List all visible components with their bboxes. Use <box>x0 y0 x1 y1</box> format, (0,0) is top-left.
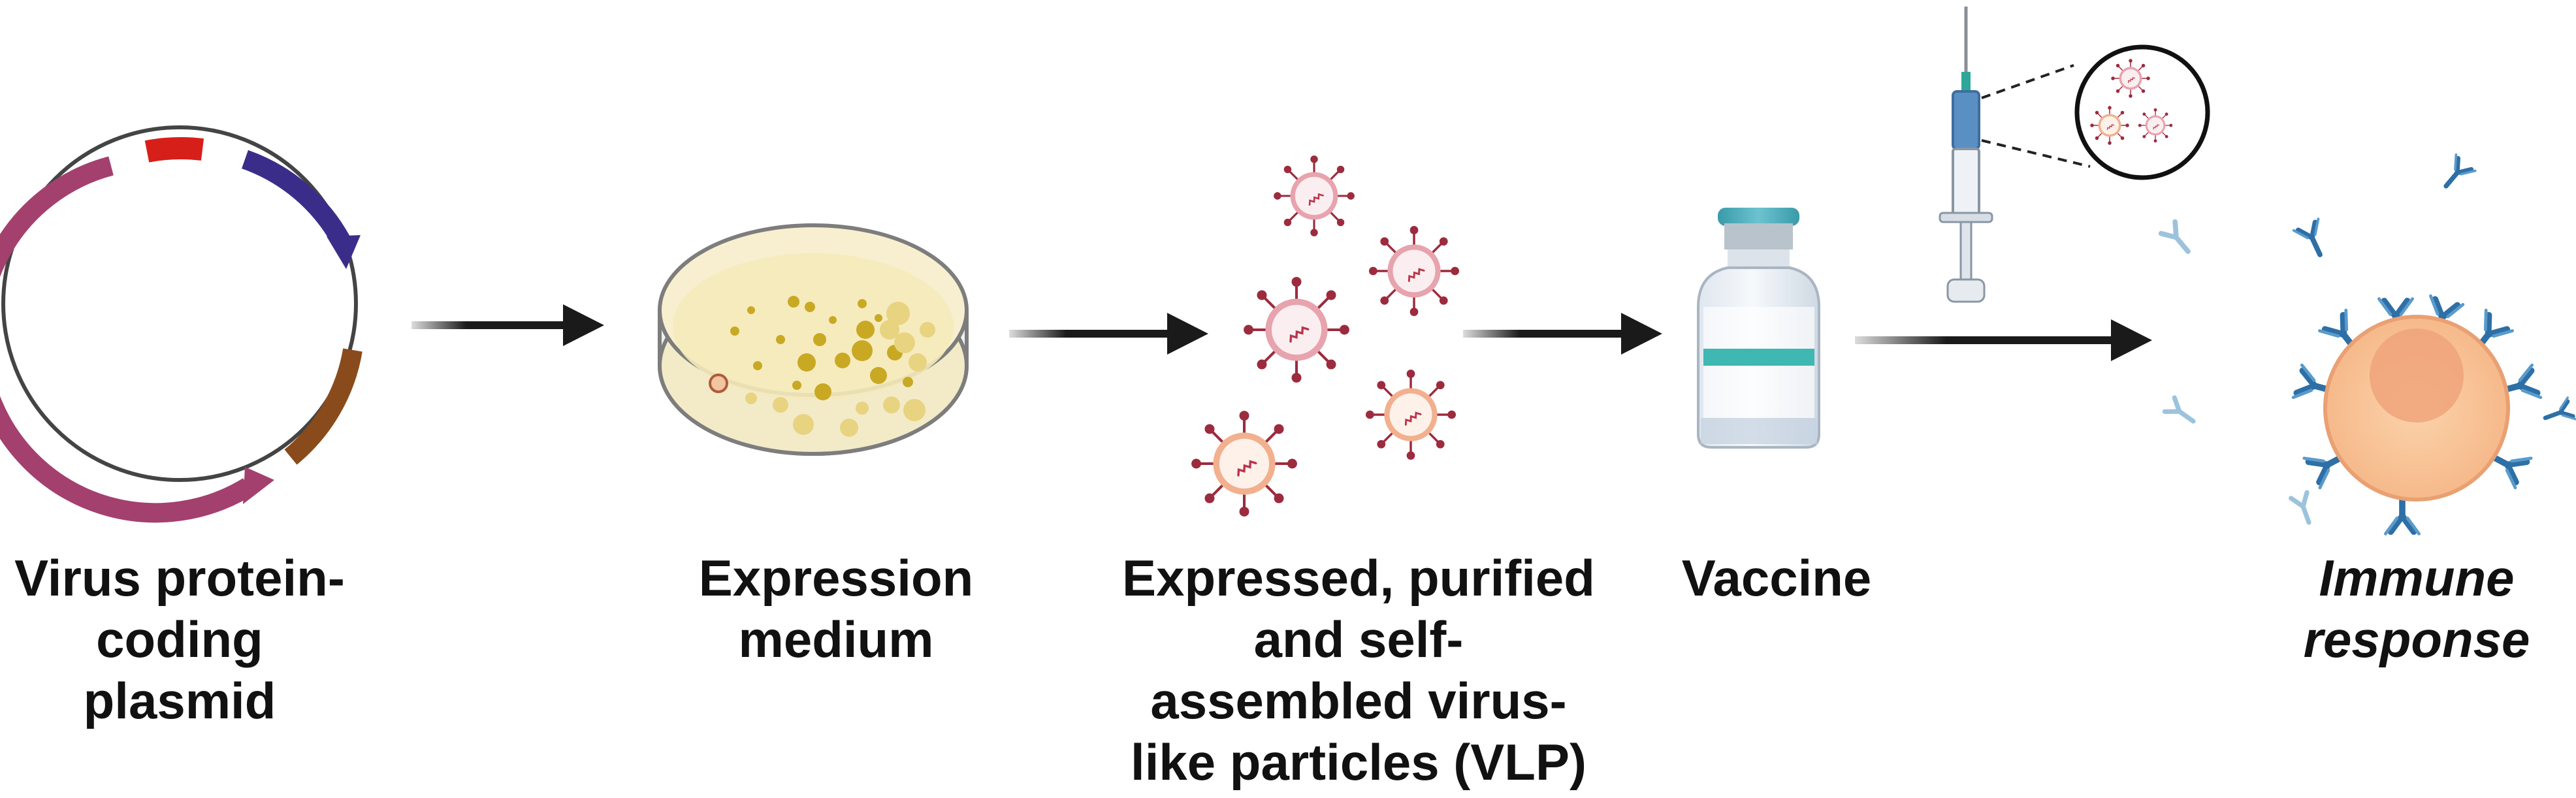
vlp-particle-icon <box>1244 277 1349 383</box>
immune-cell-icon <box>2161 155 2576 534</box>
arrow-3 <box>1463 313 1662 355</box>
petri-dish-icon <box>658 223 969 456</box>
step-label-vlp: Expressed, purified and self- assembled … <box>1122 549 1595 791</box>
vlp-particle-icon <box>1191 411 1297 517</box>
step-label-plasmid: Virus protein- coding plasmid <box>14 549 345 729</box>
step-label-medium: Expression medium <box>698 549 974 668</box>
step-label-vaccine: Vaccine <box>1681 549 1872 607</box>
vlp-particle-icon <box>1364 368 1457 461</box>
vlp-particle-icon <box>1368 225 1460 317</box>
vaccine-vial-icon <box>1697 208 1820 449</box>
arrow-1 <box>411 304 604 346</box>
step-label-immune: Immune response <box>2303 549 2530 668</box>
arrow-2 <box>1009 313 1208 355</box>
vlp-particles <box>1191 154 1460 517</box>
vlp-particle-icon <box>1272 154 1356 238</box>
syringe-icon <box>1939 7 2210 303</box>
arrow-4 <box>1855 319 2152 361</box>
plasmid-icon <box>0 125 362 523</box>
